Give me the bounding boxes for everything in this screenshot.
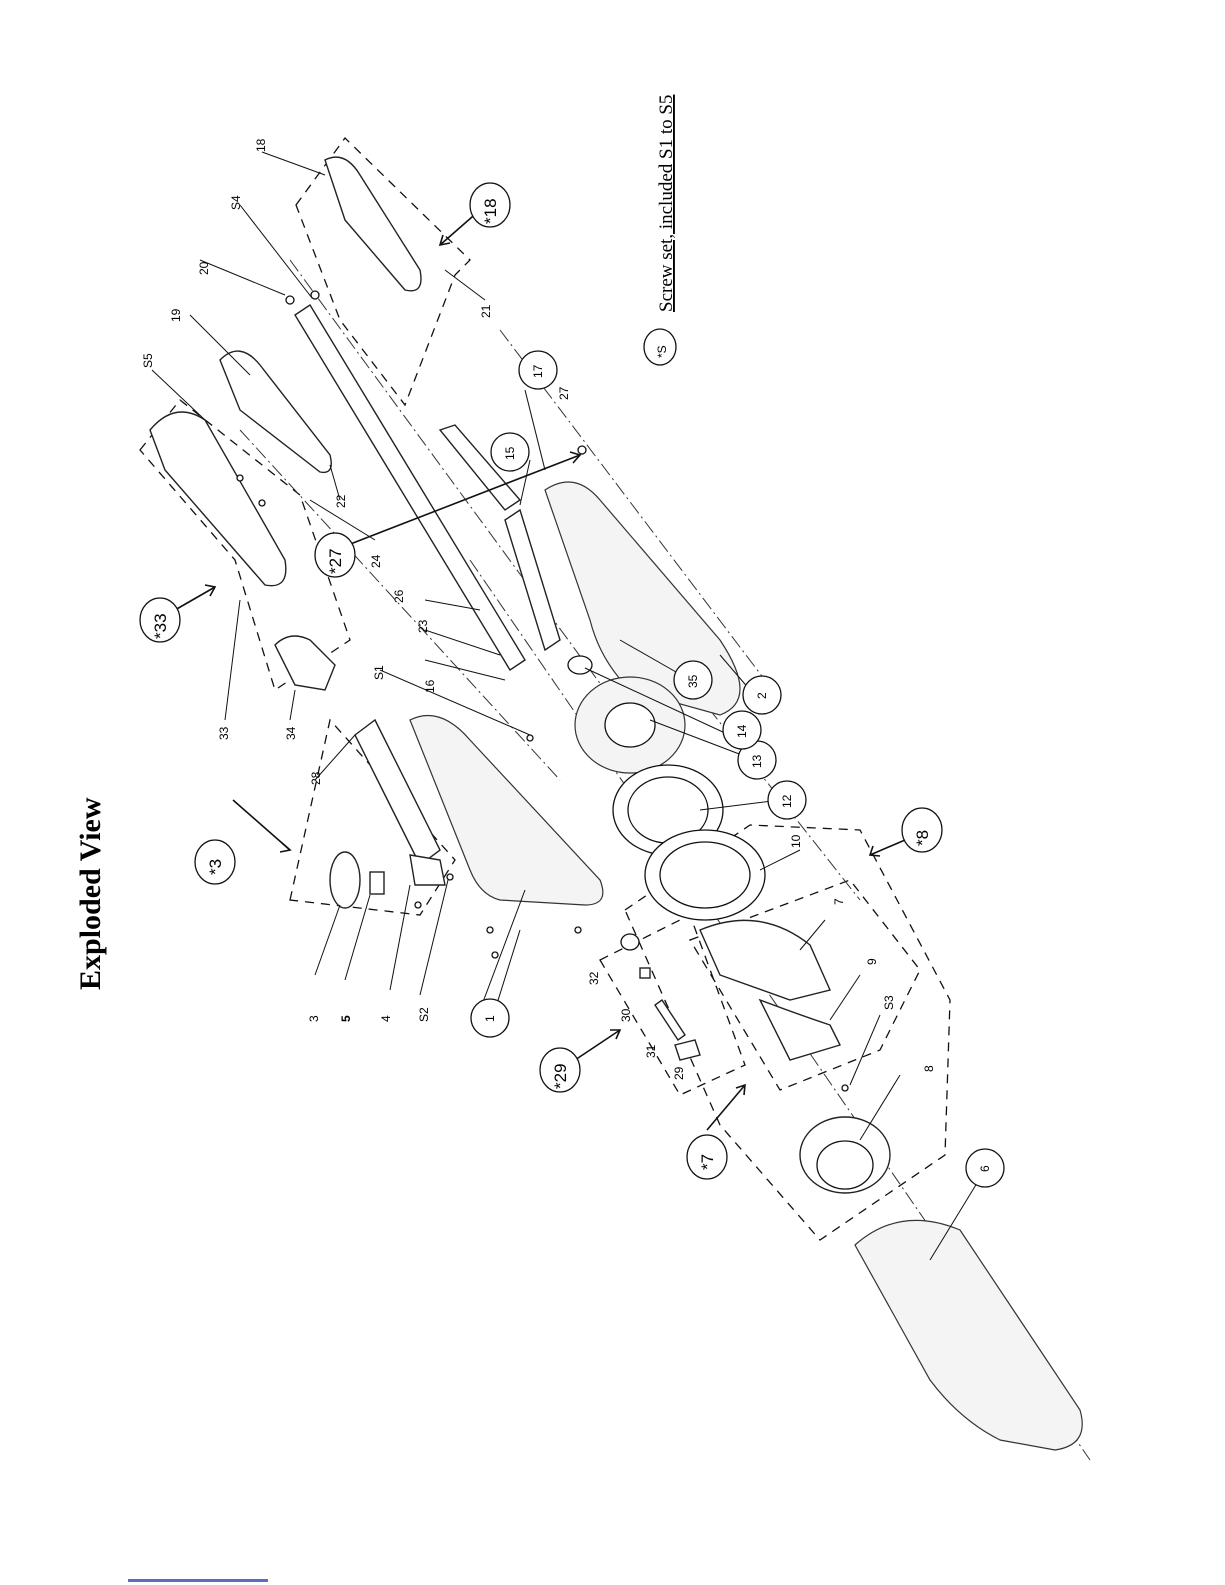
label-S1: S1 (372, 665, 386, 680)
label-10: 10 (789, 834, 803, 848)
svg-text:6: 6 (978, 1165, 992, 1172)
circled-label-17: 17 (519, 351, 557, 389)
label-4: 4 (379, 1015, 393, 1022)
assembly-label-7: *7 (687, 1135, 727, 1179)
label-29: 29 (672, 1066, 686, 1080)
svg-text:12: 12 (780, 794, 794, 808)
circled-label-12: 12 (768, 781, 806, 819)
circled-label-14: 14 (723, 711, 761, 749)
circled-label-2: 2 (743, 676, 781, 714)
svg-text:*18: *18 (481, 198, 500, 224)
circled-label-35: 35 (674, 661, 712, 699)
label-7: 7 (832, 898, 846, 905)
assembly-label-29: *29 (540, 1048, 580, 1092)
assembly-label-33: *33 (140, 598, 180, 642)
leader-lines (152, 152, 985, 1260)
label-21: 21 (479, 304, 493, 318)
assembly-label-3: *3 (195, 840, 235, 884)
svg-text:15: 15 (503, 446, 517, 460)
label-16: 16 (423, 679, 437, 693)
label-S4: S4 (229, 195, 243, 210)
label-34: 34 (284, 726, 298, 740)
svg-text:*7: *7 (698, 1154, 717, 1170)
screw-set-note: *S Screw set, included S1 to S5 (644, 95, 677, 365)
part-6-shape (855, 1220, 1082, 1450)
screw-set-symbol: *S (655, 345, 669, 358)
label-S2: S2 (417, 1007, 431, 1022)
label-30: 30 (619, 1008, 633, 1022)
label-S5: S5 (141, 353, 155, 368)
svg-text:*33: *33 (151, 613, 170, 639)
assembly-label-8: *8 (902, 808, 942, 852)
circled-label-6: 6 (966, 1149, 1004, 1187)
label-26: 26 (392, 589, 406, 603)
svg-text:*29: *29 (551, 1063, 570, 1089)
label-18: 18 (254, 138, 268, 152)
part-shapes (150, 157, 1082, 1450)
label-24: 24 (369, 554, 383, 568)
label-3: 3 (307, 1015, 321, 1022)
label-31: 31 (644, 1044, 658, 1058)
label-32: 32 (587, 971, 601, 985)
svg-text:2: 2 (755, 692, 769, 699)
screw-set-text: Screw set, included S1 to S5 (656, 95, 677, 312)
svg-text:*8: *8 (913, 830, 932, 846)
label-22: 22 (334, 494, 348, 508)
label-20: 20 (197, 261, 211, 275)
svg-text:*3: *3 (206, 859, 225, 875)
circled-label-1: 1 (471, 999, 509, 1037)
label-8: 8 (922, 1065, 936, 1072)
svg-text:17: 17 (531, 364, 545, 378)
svg-text:14: 14 (735, 724, 749, 738)
label-27: 27 (557, 386, 571, 400)
label-28: 28 (309, 771, 323, 785)
label-S3: S3 (882, 995, 896, 1010)
svg-text:1: 1 (483, 1015, 497, 1022)
label-33: 33 (217, 726, 231, 740)
svg-text:13: 13 (750, 754, 764, 768)
label-5: 5 (339, 1015, 353, 1022)
bottom-scroll-bar (128, 1579, 268, 1582)
part-33-shape (150, 412, 286, 586)
svg-text:*27: *27 (326, 548, 345, 574)
svg-text:35: 35 (686, 674, 700, 688)
assembly-label-27: *27 (315, 533, 355, 577)
label-9: 9 (865, 958, 879, 965)
label-19: 19 (169, 308, 183, 322)
diagram-title: Exploded View (74, 797, 107, 990)
label-23: 23 (416, 619, 430, 633)
circled-label-15: 15 (491, 433, 529, 471)
assembly-label-18: *18 (470, 183, 510, 227)
